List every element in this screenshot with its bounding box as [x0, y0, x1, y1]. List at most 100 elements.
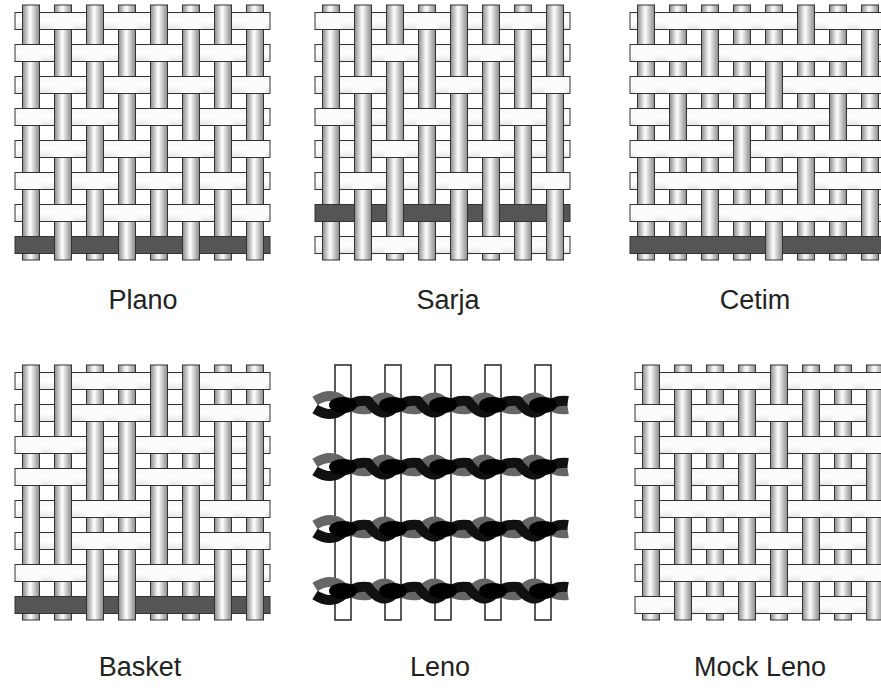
- weft-float: [641, 597, 662, 613]
- weave-strand: [801, 372, 822, 373]
- weave-strand: [769, 468, 790, 469]
- weave-strand: [149, 613, 170, 614]
- weave-strand: [21, 125, 42, 126]
- weft-yarn: [630, 205, 881, 222]
- leno-twist: [329, 521, 357, 537]
- weave-strand: [705, 500, 726, 501]
- weave-strand: [668, 61, 689, 62]
- weft-yarn: [15, 373, 270, 390]
- weave-strand: [732, 12, 753, 13]
- weft-float: [53, 77, 74, 93]
- weave-strand: [641, 596, 662, 597]
- weave-strand: [764, 44, 785, 45]
- weave-strand: [85, 236, 106, 237]
- weave-strand: [737, 389, 758, 390]
- weave-strand: [732, 221, 753, 222]
- weave-strand: [700, 29, 721, 30]
- weave-strand: [732, 172, 753, 173]
- weft-yarn: [630, 141, 881, 158]
- weave-strand: [85, 404, 106, 405]
- weft-float: [149, 173, 170, 189]
- weave-strand: [117, 421, 138, 422]
- weave-strand: [181, 12, 202, 13]
- weft-float: [149, 45, 170, 61]
- weft-yarn: [630, 77, 881, 94]
- weave-strand: [213, 389, 234, 390]
- weave-strand: [181, 453, 202, 454]
- weave-strand: [833, 389, 854, 390]
- weft-float: [149, 469, 170, 485]
- weave-strand: [732, 236, 753, 237]
- weave-strand: [245, 29, 266, 30]
- weave-strand: [668, 221, 689, 222]
- weave-strand: [545, 172, 566, 173]
- weave-strand: [321, 204, 342, 205]
- weave-strand: [513, 221, 534, 222]
- weave-strand: [181, 468, 202, 469]
- weave-strand: [53, 204, 74, 205]
- weft-float: [673, 565, 694, 581]
- weft-float: [705, 405, 726, 421]
- weave-strand: [85, 108, 106, 109]
- weft-float: [213, 109, 234, 125]
- weave-strand: [417, 125, 438, 126]
- weft-float: [796, 45, 817, 61]
- weave-strand: [149, 44, 170, 45]
- weave-strand: [801, 500, 822, 501]
- weft-float: [833, 565, 854, 581]
- weave-strand: [636, 125, 657, 126]
- weave-strand: [860, 12, 881, 13]
- weft-float: [245, 141, 266, 157]
- warp-yarn: [247, 365, 264, 620]
- weft-float: [481, 237, 502, 253]
- weft-float: [385, 45, 406, 61]
- weft-float: [737, 565, 758, 581]
- weave-strand: [705, 581, 726, 582]
- weft-float: [764, 205, 785, 221]
- weft-float: [705, 533, 726, 549]
- weave-strand: [764, 12, 785, 13]
- weave-strand: [149, 253, 170, 254]
- weave-strand: [801, 436, 822, 437]
- weave-strand: [21, 436, 42, 437]
- warp-yarn: [119, 365, 136, 620]
- weft-float: [641, 469, 662, 485]
- weft-float: [213, 405, 234, 421]
- weft-float: [21, 237, 42, 253]
- weave-strand: [53, 93, 74, 94]
- weft-float: [833, 405, 854, 421]
- weave-strand: [213, 500, 234, 501]
- weave-strand: [117, 157, 138, 158]
- leno-twist: [379, 397, 407, 413]
- weft-yarn: [315, 109, 570, 126]
- weft-float: [801, 501, 822, 517]
- weave-strand: [801, 517, 822, 518]
- leno-twist: [429, 521, 457, 537]
- weave-strand: [245, 404, 266, 405]
- weft-float: [732, 77, 753, 93]
- weave-strand: [213, 517, 234, 518]
- weave-strand: [636, 61, 657, 62]
- weft-float: [833, 597, 854, 613]
- leno-twist: [529, 459, 557, 475]
- weft-float: [700, 141, 721, 157]
- weft-yarn: [15, 405, 270, 422]
- weft-float: [705, 597, 726, 613]
- weave-strand: [833, 468, 854, 469]
- weave-strand: [21, 172, 42, 173]
- weft-yarn: [630, 45, 881, 62]
- weft-float: [149, 237, 170, 253]
- weave-strand: [828, 157, 849, 158]
- warp-yarn: [87, 365, 104, 620]
- weft-float: [641, 405, 662, 421]
- weave-strand: [117, 404, 138, 405]
- weft-float: [833, 469, 854, 485]
- weft-yarn: [635, 533, 881, 550]
- weave-name: Cetim: [720, 285, 791, 316]
- weft-float: [213, 45, 234, 61]
- weave-strand: [449, 93, 470, 94]
- weave-strand: [245, 157, 266, 158]
- weave-strand: [700, 140, 721, 141]
- weave-strand: [769, 404, 790, 405]
- weave-strand: [53, 564, 74, 565]
